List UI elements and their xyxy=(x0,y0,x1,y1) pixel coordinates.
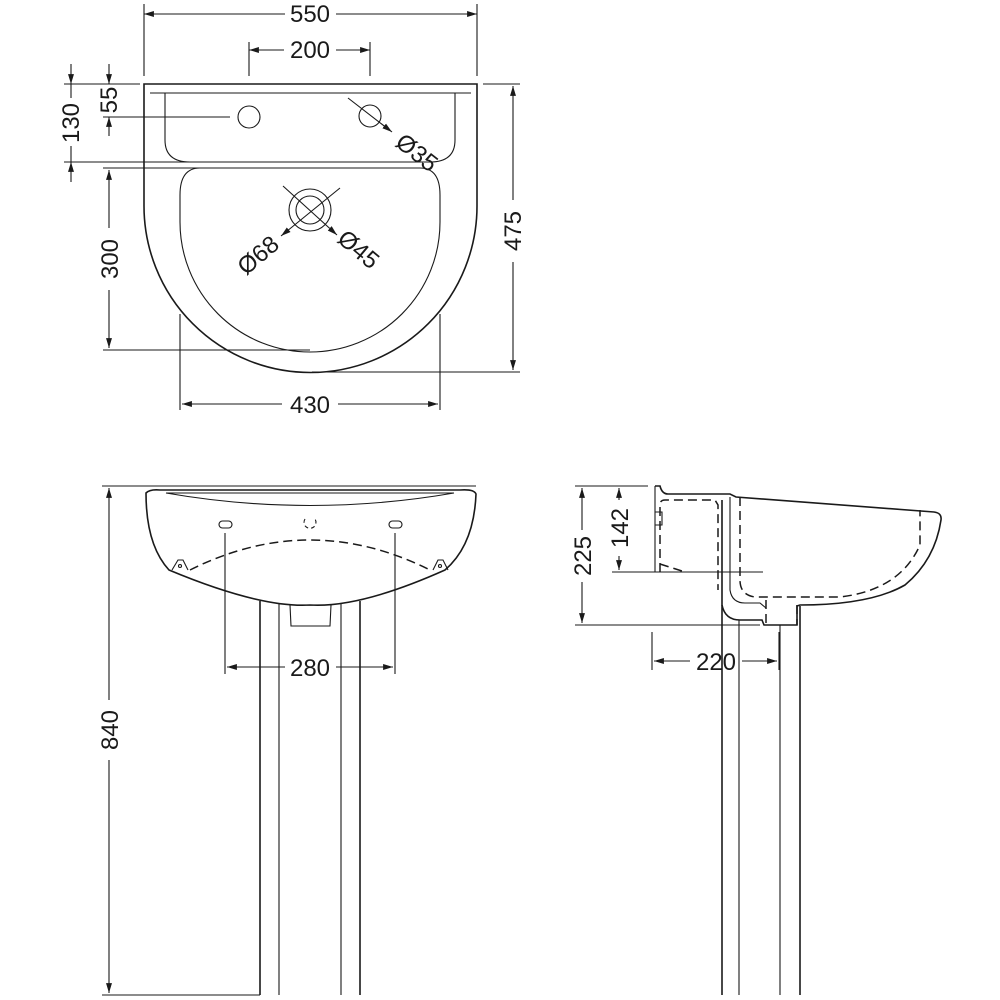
dim-overflow-depth: 130 xyxy=(58,103,85,143)
tap-hole-right xyxy=(358,104,382,128)
dim-bowl-depth: 300 xyxy=(97,239,124,279)
side-view: 225 142 220 xyxy=(570,485,942,995)
pedestal-side xyxy=(721,605,801,995)
front-view: 280 840 xyxy=(97,485,477,996)
basin-side-outline xyxy=(655,485,942,626)
dim-wall-to-pedestal: 220 xyxy=(696,649,736,676)
waste-inner xyxy=(295,195,325,225)
dim-tap-hole-diameter: Ø35 xyxy=(390,128,442,177)
dim-fixing-height: 142 xyxy=(607,508,634,548)
hidden-back-section xyxy=(659,499,719,590)
dim-fixing-centres: 280 xyxy=(290,655,330,682)
plan-view: 550 200 130 55 Ø35 300 Ø68 Ø45 475 430 xyxy=(58,1,527,419)
dim-overall-width: 550 xyxy=(290,1,330,28)
tap-hole-left xyxy=(237,105,261,129)
hidden-pedestal-top xyxy=(189,539,431,571)
bowl-outline xyxy=(179,167,441,353)
dim-bowl-width: 430 xyxy=(290,392,330,419)
basin-front-outline xyxy=(145,489,477,607)
dim-tap-spacing: 200 xyxy=(290,37,330,64)
dim-overall-height: 840 xyxy=(97,710,124,750)
dim-waste-inner-diameter: Ø45 xyxy=(332,225,384,275)
waste-outer xyxy=(288,188,332,232)
dim-waste-outer-diameter: Ø68 xyxy=(233,231,285,281)
waste-hole-hidden xyxy=(303,518,317,529)
tap-deck xyxy=(164,93,456,163)
fixing-slot-right xyxy=(388,520,403,529)
fixing-slot-left xyxy=(218,520,233,529)
dim-tap-offset: 55 xyxy=(96,87,123,114)
overflow-cover xyxy=(289,604,332,627)
hidden-bowl xyxy=(739,497,921,598)
basin-outline xyxy=(143,83,478,374)
dim-overall-depth: 475 xyxy=(500,211,527,251)
dim-basin-height: 225 xyxy=(570,536,597,576)
